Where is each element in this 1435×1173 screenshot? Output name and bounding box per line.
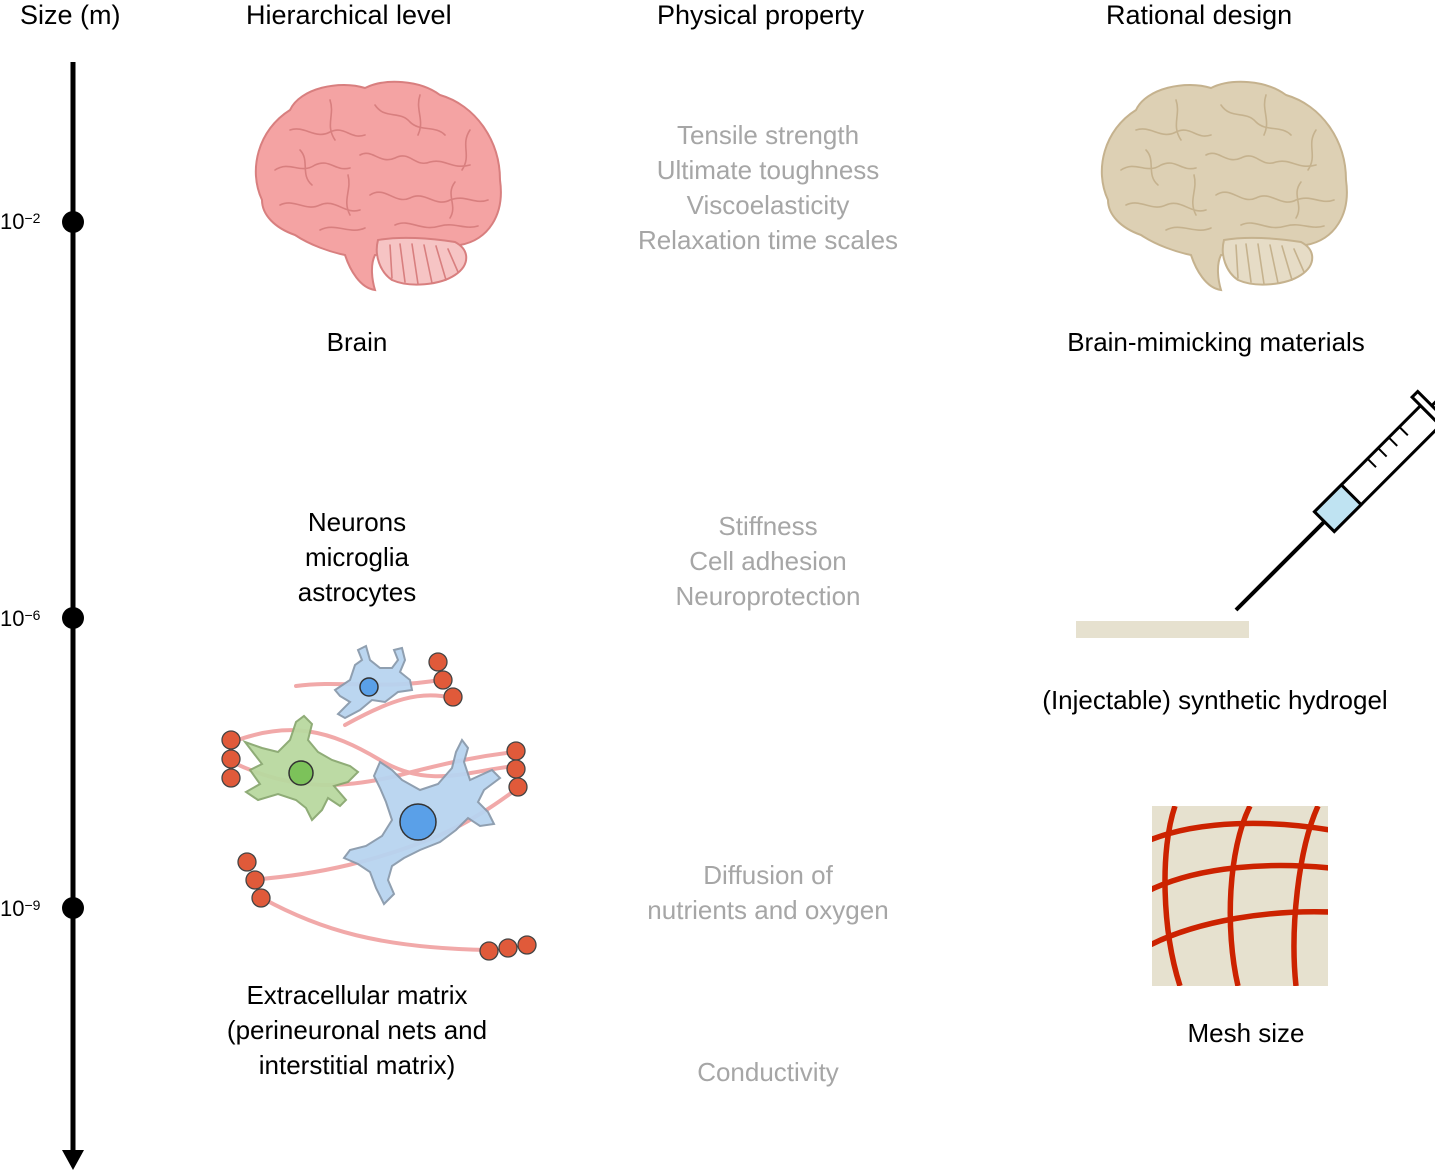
header-size: Size (m) [20, 0, 121, 30]
tick-dot-1e-9 [62, 897, 84, 919]
size-axis [62, 62, 84, 1170]
label-cells: Neurons microglia astrocytes [237, 505, 477, 610]
header-hierarchical-level: Hierarchical level [246, 0, 452, 30]
tick-dot-1e-6 [62, 607, 84, 629]
label-microglia: microglia [304, 542, 410, 572]
label-mesh-size: Mesh size [1187, 1018, 1305, 1048]
label-brain-mimicking-materials: Brain-mimicking materials [1067, 327, 1365, 357]
hydrogel-slab [1076, 621, 1249, 638]
tick-dot-1e-2 [62, 211, 84, 233]
label-brain: Brain [326, 327, 388, 357]
brain-icon [254, 80, 502, 292]
tick-label-1e-6: 10−6 [0, 606, 41, 631]
properties-cell-level: Stiffness Cell adhesion Neuroprotection [675, 511, 861, 611]
mesh-grid-icon [1152, 806, 1328, 986]
header-physical-property: Physical property [657, 0, 865, 30]
tick-label-1e-2: 10−2 [0, 209, 41, 234]
property-conductivity: Conductivity [697, 1057, 839, 1087]
label-astrocytes: astrocytes [297, 577, 417, 607]
label-extracellular-matrix: Extracellular matrix (perineuronal nets … [226, 980, 488, 1080]
tick-label-1e-9: 10−9 [0, 896, 41, 921]
label-injectable-hydrogel: (Injectable) synthetic hydrogel [1042, 685, 1388, 715]
neural-cells-illustration [221, 644, 537, 961]
properties-brain-level: Tensile strength Ultimate toughness Visc… [637, 120, 899, 255]
brain-icon [1100, 80, 1348, 292]
properties-matrix-level: Diffusion of nutrients and oxygen [647, 860, 889, 925]
header-rational-design: Rational design [1106, 0, 1293, 30]
syringe-icon [1234, 375, 1435, 612]
label-neurons: Neurons [307, 507, 407, 537]
